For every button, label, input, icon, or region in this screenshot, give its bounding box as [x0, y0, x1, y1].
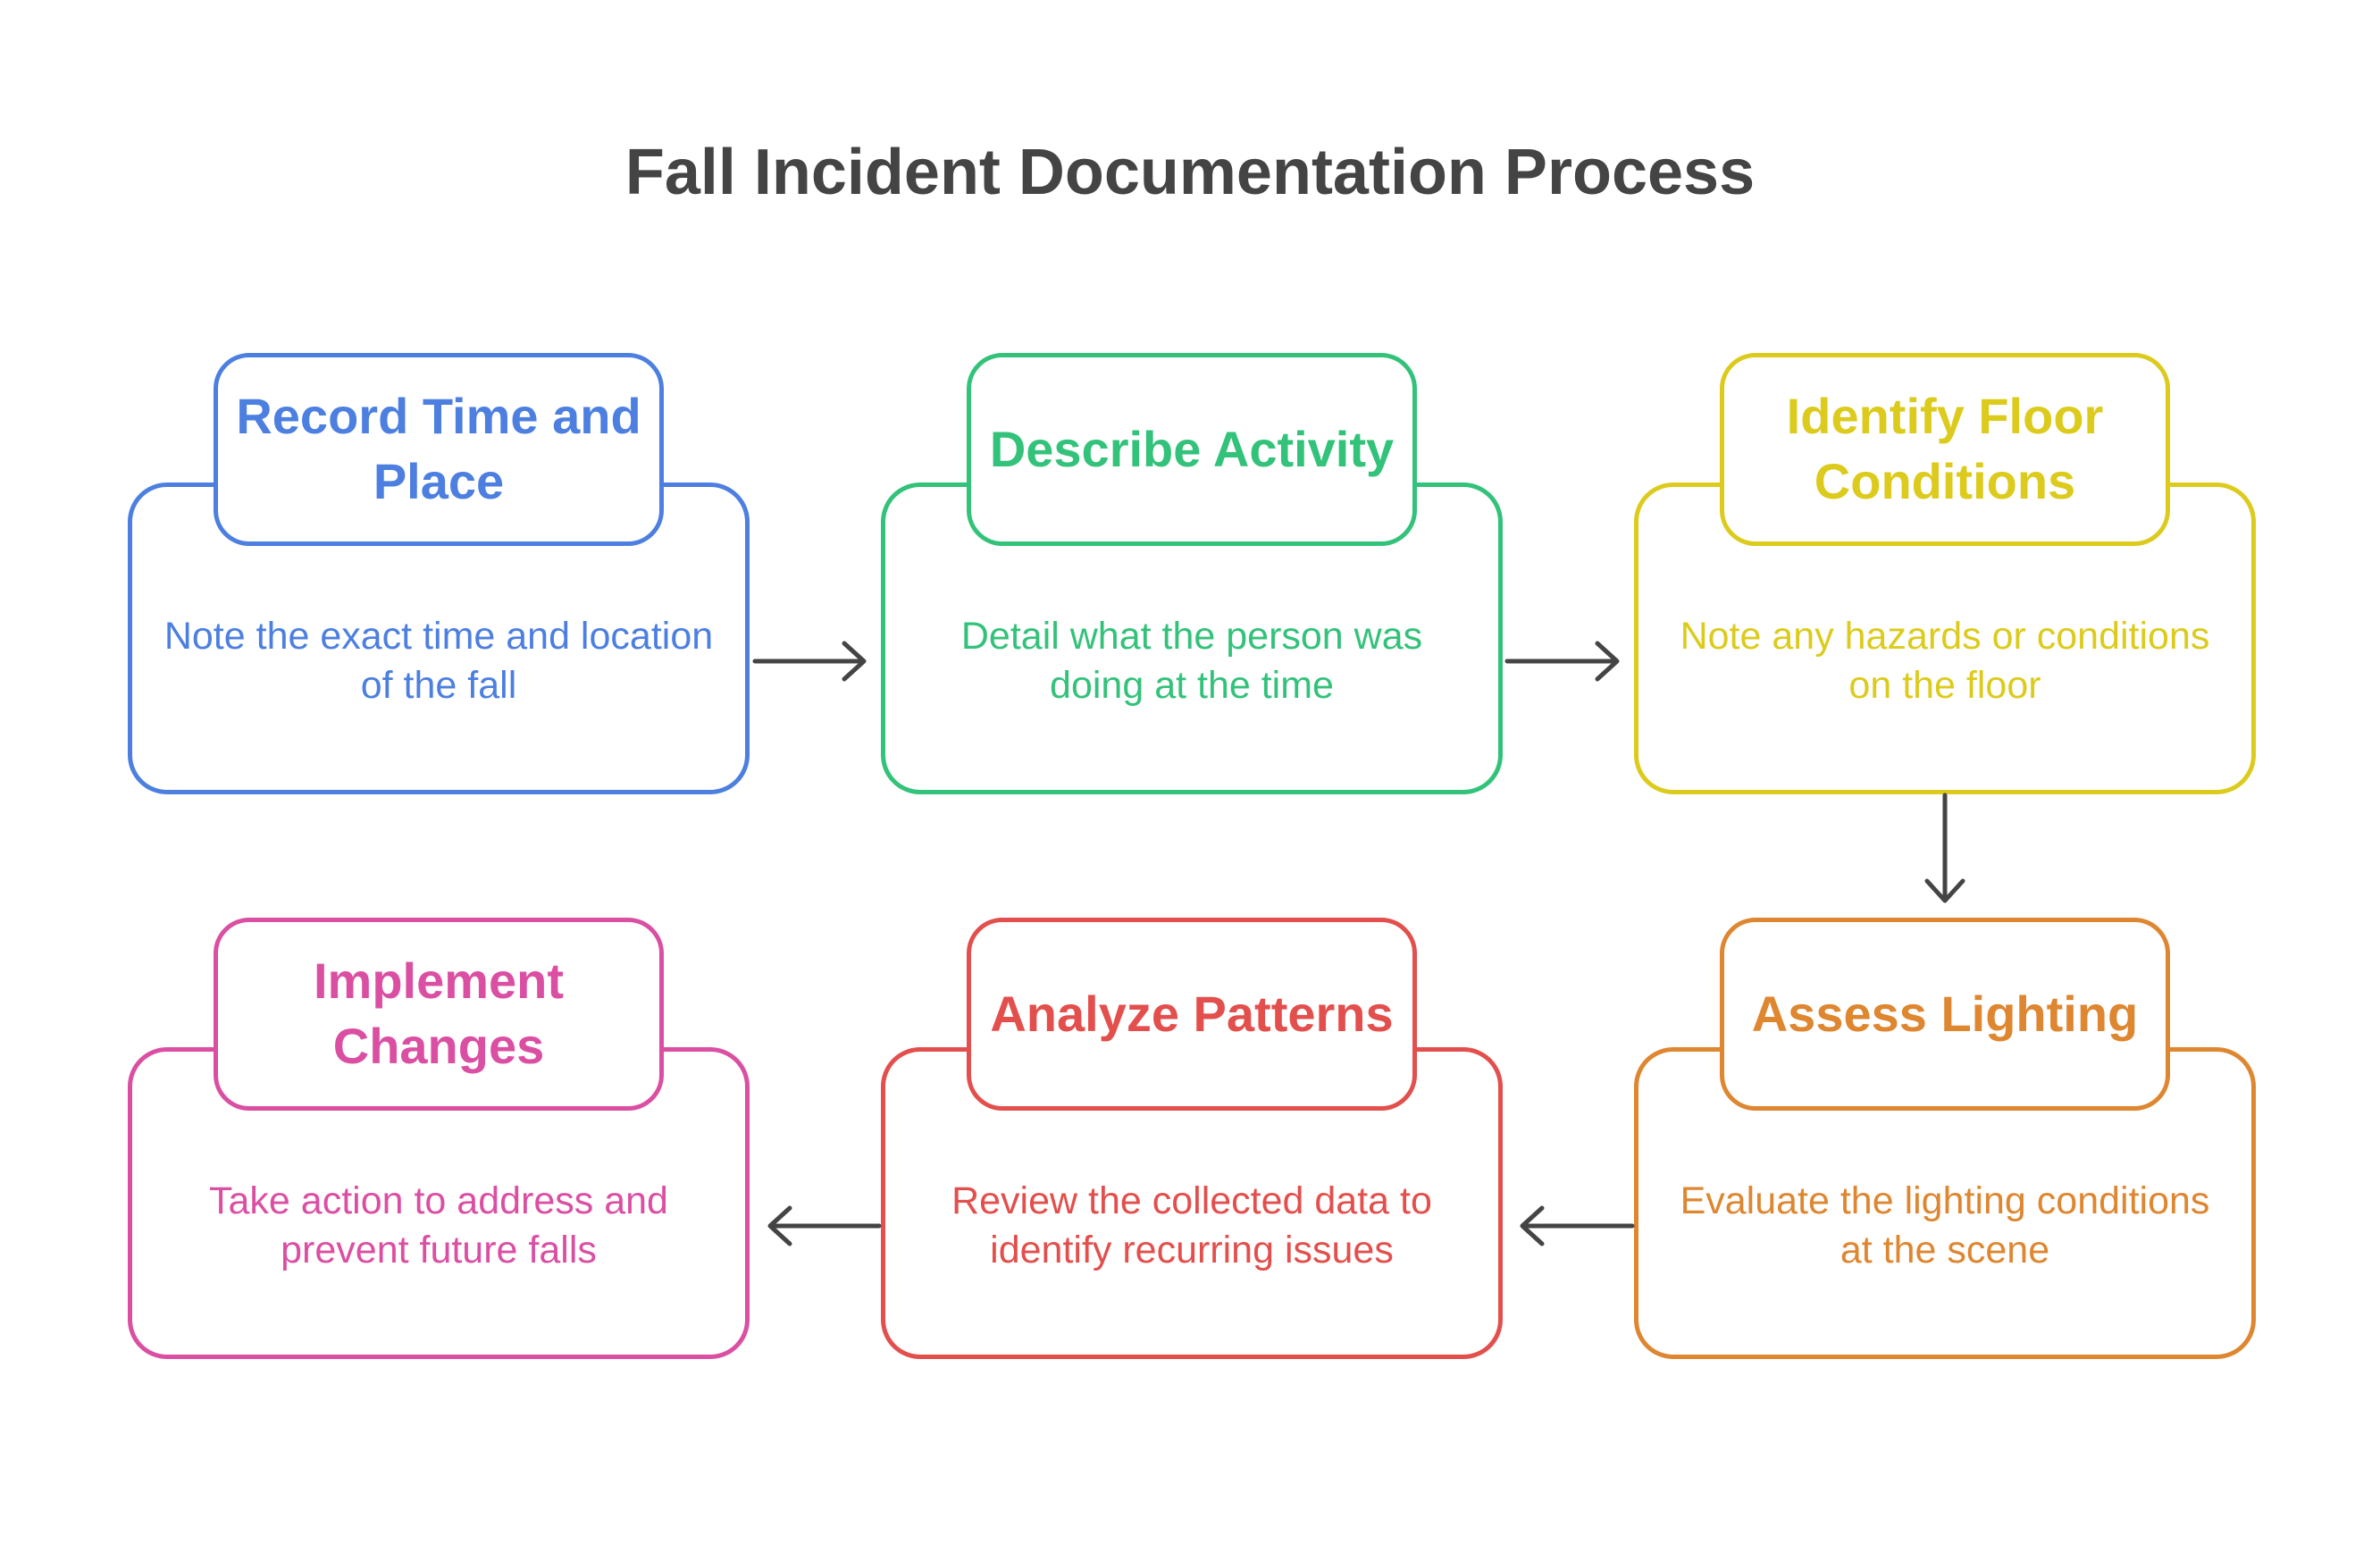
step-record-time-and-place: Record Time and Place Note the exact tim… [128, 353, 750, 794]
arrow-left-icon [1520, 1205, 1635, 1246]
step-heading-box: Implement Changes [214, 918, 664, 1111]
step-heading: Implement Changes [313, 952, 565, 1074]
step-heading-box: Analyze Patterns [967, 918, 1417, 1111]
step-describe-activity: Describe Activity Detail what the person… [881, 353, 1503, 794]
step-description: Review the collected data to identify re… [951, 1179, 1432, 1272]
step-heading-box: Record Time and Place [214, 353, 664, 546]
step-heading-box: Describe Activity [967, 353, 1417, 546]
arrow-right-icon [1504, 641, 1620, 682]
arrow-down-icon [1924, 793, 1965, 903]
step-heading: Assess Lighting [1751, 985, 2139, 1042]
step-assess-lighting: Assess Lighting Evaluate the lighting co… [1634, 918, 2256, 1359]
step-heading-box: Assess Lighting [1720, 918, 2170, 1111]
step-identify-floor-conditions: Identify Floor Conditions Note any hazar… [1634, 353, 2256, 794]
step-heading-box: Identify Floor Conditions [1720, 353, 2170, 546]
step-heading: Analyze Patterns [990, 985, 1394, 1042]
arrow-left-icon [767, 1205, 882, 1246]
step-heading: Identify Floor Conditions [1786, 388, 2104, 509]
step-implement-changes: Implement Changes Take action to address… [128, 918, 750, 1359]
step-heading: Describe Activity [989, 420, 1395, 477]
step-description: Note the exact time and location of the … [163, 615, 714, 708]
step-description: Evaluate the lighting conditions at the … [1680, 1179, 2210, 1272]
step-description: Note any hazards or conditions on the fl… [1680, 615, 2210, 708]
diagram-title: Fall Incident Documentation Process [624, 137, 1756, 208]
step-heading: Record Time and Place [236, 388, 641, 509]
step-description: Detail what the person was doing at the … [960, 615, 1423, 708]
step-analyze-patterns: Analyze Patterns Review the collected da… [881, 918, 1503, 1359]
arrow-right-icon [752, 641, 867, 682]
step-description: Take action to address and prevent futur… [209, 1179, 668, 1272]
